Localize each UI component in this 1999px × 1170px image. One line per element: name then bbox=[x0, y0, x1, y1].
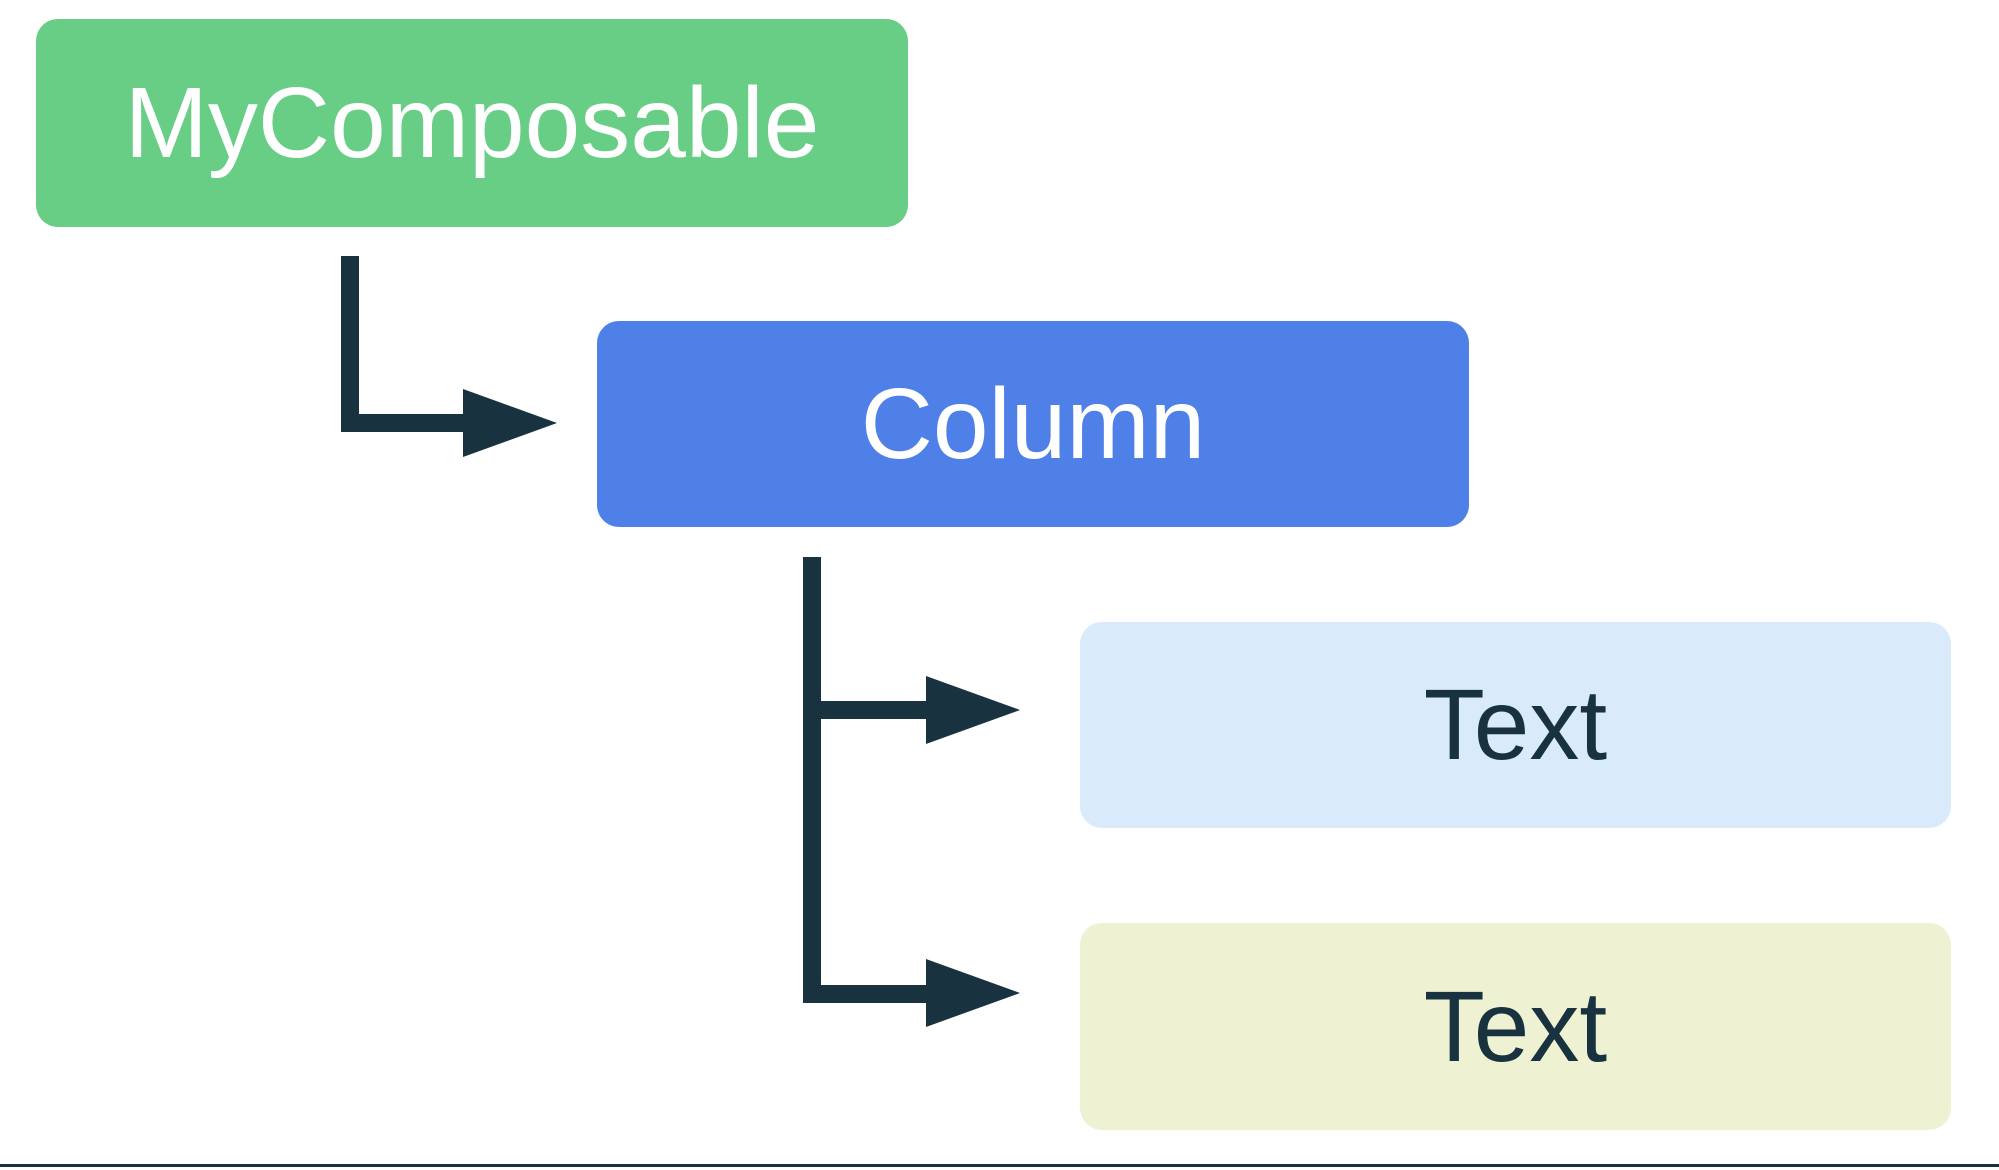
node-text-2-label: Text bbox=[1423, 970, 1608, 1083]
edge-root-to-column-arrowhead bbox=[463, 389, 557, 457]
footer-divider bbox=[0, 1164, 1999, 1167]
node-column-label: Column bbox=[860, 368, 1206, 480]
node-text-2[interactable]: Text bbox=[1080, 923, 1951, 1130]
edge-column-to-text-2-run bbox=[803, 985, 978, 1003]
node-mycomposable-label: MyComposable bbox=[124, 67, 820, 179]
node-column[interactable]: Column bbox=[597, 321, 1469, 527]
edge-root-to-column-run bbox=[341, 414, 513, 432]
edge-root-to-column-stem bbox=[341, 256, 359, 432]
edge-column-to-text-1-run bbox=[803, 701, 978, 719]
edge-column-trunk bbox=[803, 557, 821, 1003]
node-text-1[interactable]: Text bbox=[1080, 622, 1951, 828]
edge-column-to-text-2-arrowhead bbox=[926, 959, 1020, 1027]
node-text-1-label: Text bbox=[1423, 669, 1608, 781]
node-mycomposable[interactable]: MyComposable bbox=[36, 19, 908, 227]
edge-column-to-text-1-arrowhead bbox=[926, 676, 1020, 744]
